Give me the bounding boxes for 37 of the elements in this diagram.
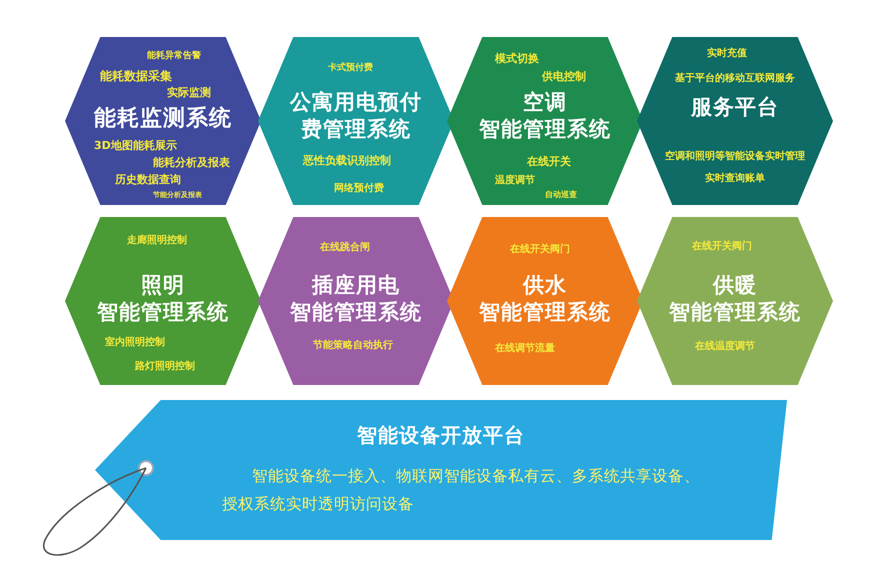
feature-label: 实际监测 <box>167 86 211 100</box>
feature-label: 在线开关阀门 <box>510 244 570 256</box>
feature-label: 供电控制 <box>542 70 586 84</box>
feature-label: 路灯照明控制 <box>135 361 195 373</box>
feature-label: 模式切换 <box>495 52 539 66</box>
platform-description: 智能设备统一接入、物联网智能设备私有云、多系统共享设备、授权系统实时透明访问设备 <box>222 466 701 515</box>
feature-label: 能耗分析及报表 <box>153 156 230 170</box>
system-title: 服务平台 <box>690 94 780 121</box>
feature-label: 3D地图能耗展示 <box>94 139 177 152</box>
feature-label: 空调和照明等智能设备实时管理 <box>664 151 806 163</box>
feature-label: 历史数据查询 <box>115 173 181 186</box>
system-title: 空调智能管理系统 <box>478 89 612 144</box>
system-title: 插座用电智能管理系统 <box>288 272 423 326</box>
feature-label: 走廊照明控制 <box>127 235 187 247</box>
feature-label: 在线温度调节 <box>695 341 755 353</box>
platform-title: 智能设备开放平台 <box>356 422 526 449</box>
feature-label: 能耗异常告警 <box>147 51 201 62</box>
feature-label: 实时充值 <box>707 48 747 60</box>
feature-label: 在线开关 <box>527 155 571 168</box>
system-title: 供暖智能管理系统 <box>668 272 802 326</box>
feature-label: 在线跳合闸 <box>320 242 370 254</box>
feature-label: 温度调节 <box>495 175 535 187</box>
system-title: 照明智能管理系统 <box>96 272 230 326</box>
feature-label: 网络预付费 <box>334 183 384 195</box>
feature-label: 在线开关阀门 <box>692 241 752 253</box>
feature-label: 卡式预付费 <box>328 63 373 74</box>
feature-label: 实时查询账单 <box>704 173 766 185</box>
feature-label: 恶性负载识别控制 <box>303 154 391 168</box>
feature-label: 能耗数据采集 <box>100 69 172 84</box>
system-title: 供水智能管理系统 <box>478 272 612 326</box>
feature-label: 在线调节流量 <box>495 343 555 355</box>
feature-label: 自动巡查 <box>545 190 577 200</box>
feature-label: 基于平台的移动互联网服务 <box>674 73 796 85</box>
system-title: 公寓用电预付费管理系统 <box>288 89 423 144</box>
feature-label: 节能策略自动执行 <box>313 340 393 352</box>
system-title: 能耗监测系统 <box>93 105 233 133</box>
feature-label: 室内照明控制 <box>105 337 165 349</box>
